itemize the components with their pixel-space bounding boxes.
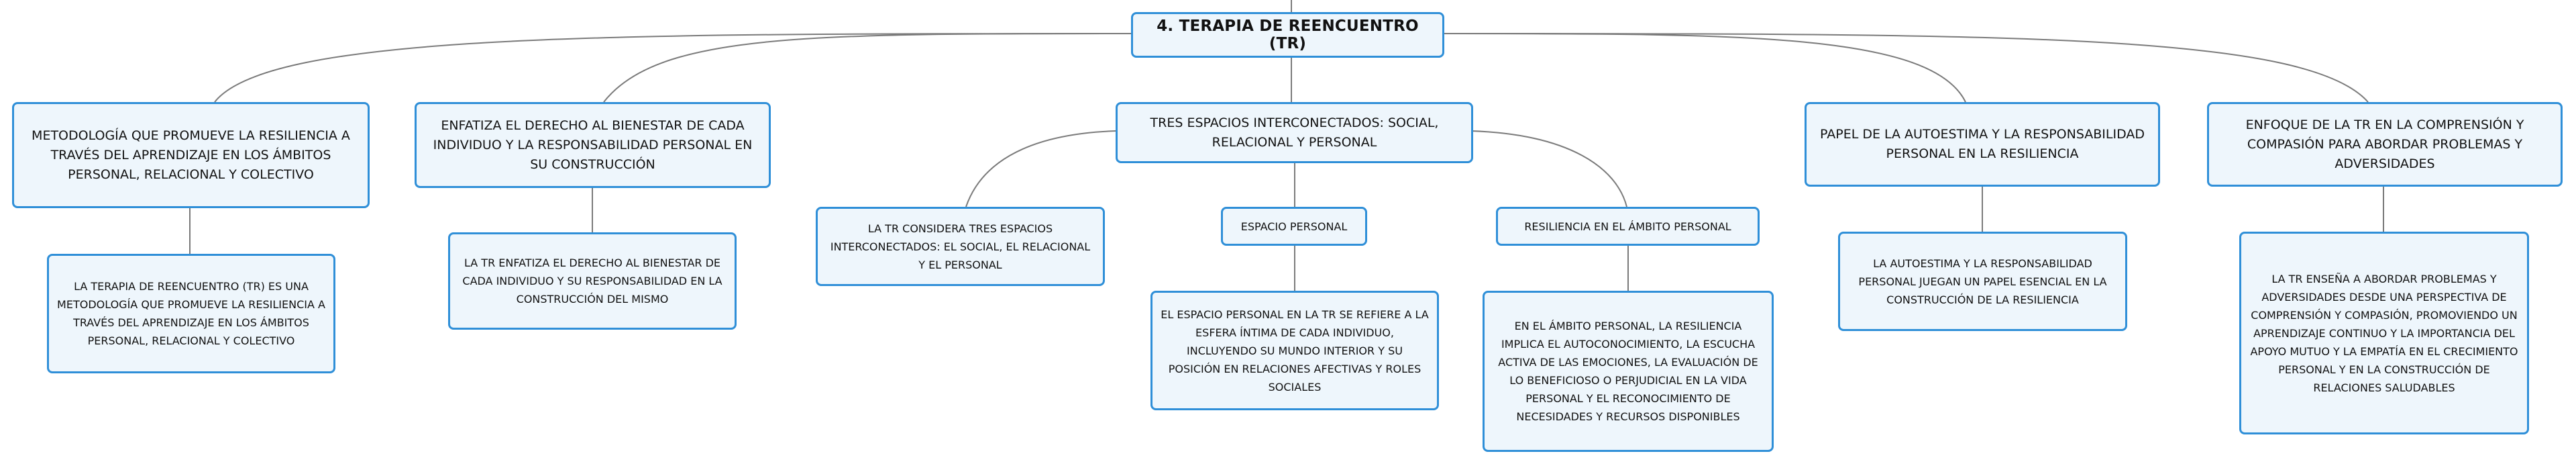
detail-metodologia-label: LA TERAPIA DE REENCUENTRO (TR) ES UNA ME… xyxy=(57,280,325,347)
subtopic-espacio-personal[interactable]: ESPACIO PERSONAL xyxy=(1221,207,1367,246)
subtopic-resiliencia-personal[interactable]: RESILIENCIA EN EL ÁMBITO PERSONAL xyxy=(1496,207,1760,246)
subtopic-espacio-personal-label: ESPACIO PERSONAL xyxy=(1240,220,1348,233)
detail-enfoque-comprension-label: LA TR ENSEÑA A ABORDAR PROBLEMAS Y ADVER… xyxy=(2250,272,2518,394)
detail-espacio-personal[interactable]: EL ESPACIO PERSONAL EN LA TR SE REFIERE … xyxy=(1150,291,1439,410)
branch-metodologia[interactable]: METODOLOGÍA QUE PROMUEVE LA RESILIENCIA … xyxy=(12,102,370,208)
connector-branch-3-child-1 xyxy=(965,130,1116,207)
detail-tres-espacios[interactable]: LA TR CONSIDERA TRES ESPACIOS INTERCONEC… xyxy=(816,207,1105,286)
detail-enfoque-comprension[interactable]: LA TR ENSEÑA A ABORDAR PROBLEMAS Y ADVER… xyxy=(2239,232,2529,434)
branch-enfoque-comprension[interactable]: ENFOQUE DE LA TR EN LA COMPRENSIÓN Y COM… xyxy=(2207,102,2563,187)
branch-autoestima-label: PAPEL DE LA AUTOESTIMA Y LA RESPONSABILI… xyxy=(1820,127,2145,161)
detail-autoestima-label: LA AUTOESTIMA Y LA RESPONSABILIDAD PERSO… xyxy=(1858,257,2107,306)
root-topic-label: 4. TERAPIA DE REENCUENTRO (TR) xyxy=(1157,17,1419,52)
detail-derecho-bienestar-label: LA TR ENFATIZA EL DERECHO AL BIENESTAR D… xyxy=(462,257,722,306)
connector-root-branch-1 xyxy=(214,33,1132,103)
root-topic[interactable]: 4. TERAPIA DE REENCUENTRO (TR) xyxy=(1131,12,1444,58)
detail-espacio-personal-label: EL ESPACIO PERSONAL EN LA TR SE REFIERE … xyxy=(1161,308,1429,393)
detail-derecho-bienestar[interactable]: LA TR ENFATIZA EL DERECHO AL BIENESTAR D… xyxy=(448,232,737,330)
branch-autoestima[interactable]: PAPEL DE LA AUTOESTIMA Y LA RESPONSABILI… xyxy=(1805,102,2160,187)
subtopic-resiliencia-personal-label: RESILIENCIA EN EL ÁMBITO PERSONAL xyxy=(1524,220,1731,233)
detail-autoestima[interactable]: LA AUTOESTIMA Y LA RESPONSABILIDAD PERSO… xyxy=(1838,232,2127,331)
connector-root-branch-4 xyxy=(1444,33,1966,103)
branch-tres-espacios[interactable]: TRES ESPACIOS INTERCONECTADOS: SOCIAL, R… xyxy=(1116,102,1473,163)
detail-tres-espacios-label: LA TR CONSIDERA TRES ESPACIOS INTERCONEC… xyxy=(830,222,1091,271)
detail-resiliencia-personal[interactable]: EN EL ÁMBITO PERSONAL, LA RESILIENCIA IM… xyxy=(1483,291,1774,452)
branch-derecho-bienestar[interactable]: ENFATIZA EL DERECHO AL BIENESTAR DE CADA… xyxy=(415,102,771,188)
connector-root-branch-2 xyxy=(603,33,1132,103)
connector-branch-3-child-3 xyxy=(1470,130,1627,207)
detail-resiliencia-personal-label: EN EL ÁMBITO PERSONAL, LA RESILIENCIA IM… xyxy=(1498,320,1758,423)
branch-enfoque-comprension-label: ENFOQUE DE LA TR EN LA COMPRENSIÓN Y COM… xyxy=(2245,117,2524,171)
branch-metodologia-label: METODOLOGÍA QUE PROMUEVE LA RESILIENCIA … xyxy=(32,128,350,182)
branch-derecho-bienestar-label: ENFATIZA EL DERECHO AL BIENESTAR DE CADA… xyxy=(433,118,753,172)
detail-metodologia[interactable]: LA TERAPIA DE REENCUENTRO (TR) ES UNA ME… xyxy=(47,254,335,373)
connector-root-branch-5 xyxy=(1444,33,2369,103)
branch-tres-espacios-label: TRES ESPACIOS INTERCONECTADOS: SOCIAL, R… xyxy=(1150,115,1439,150)
